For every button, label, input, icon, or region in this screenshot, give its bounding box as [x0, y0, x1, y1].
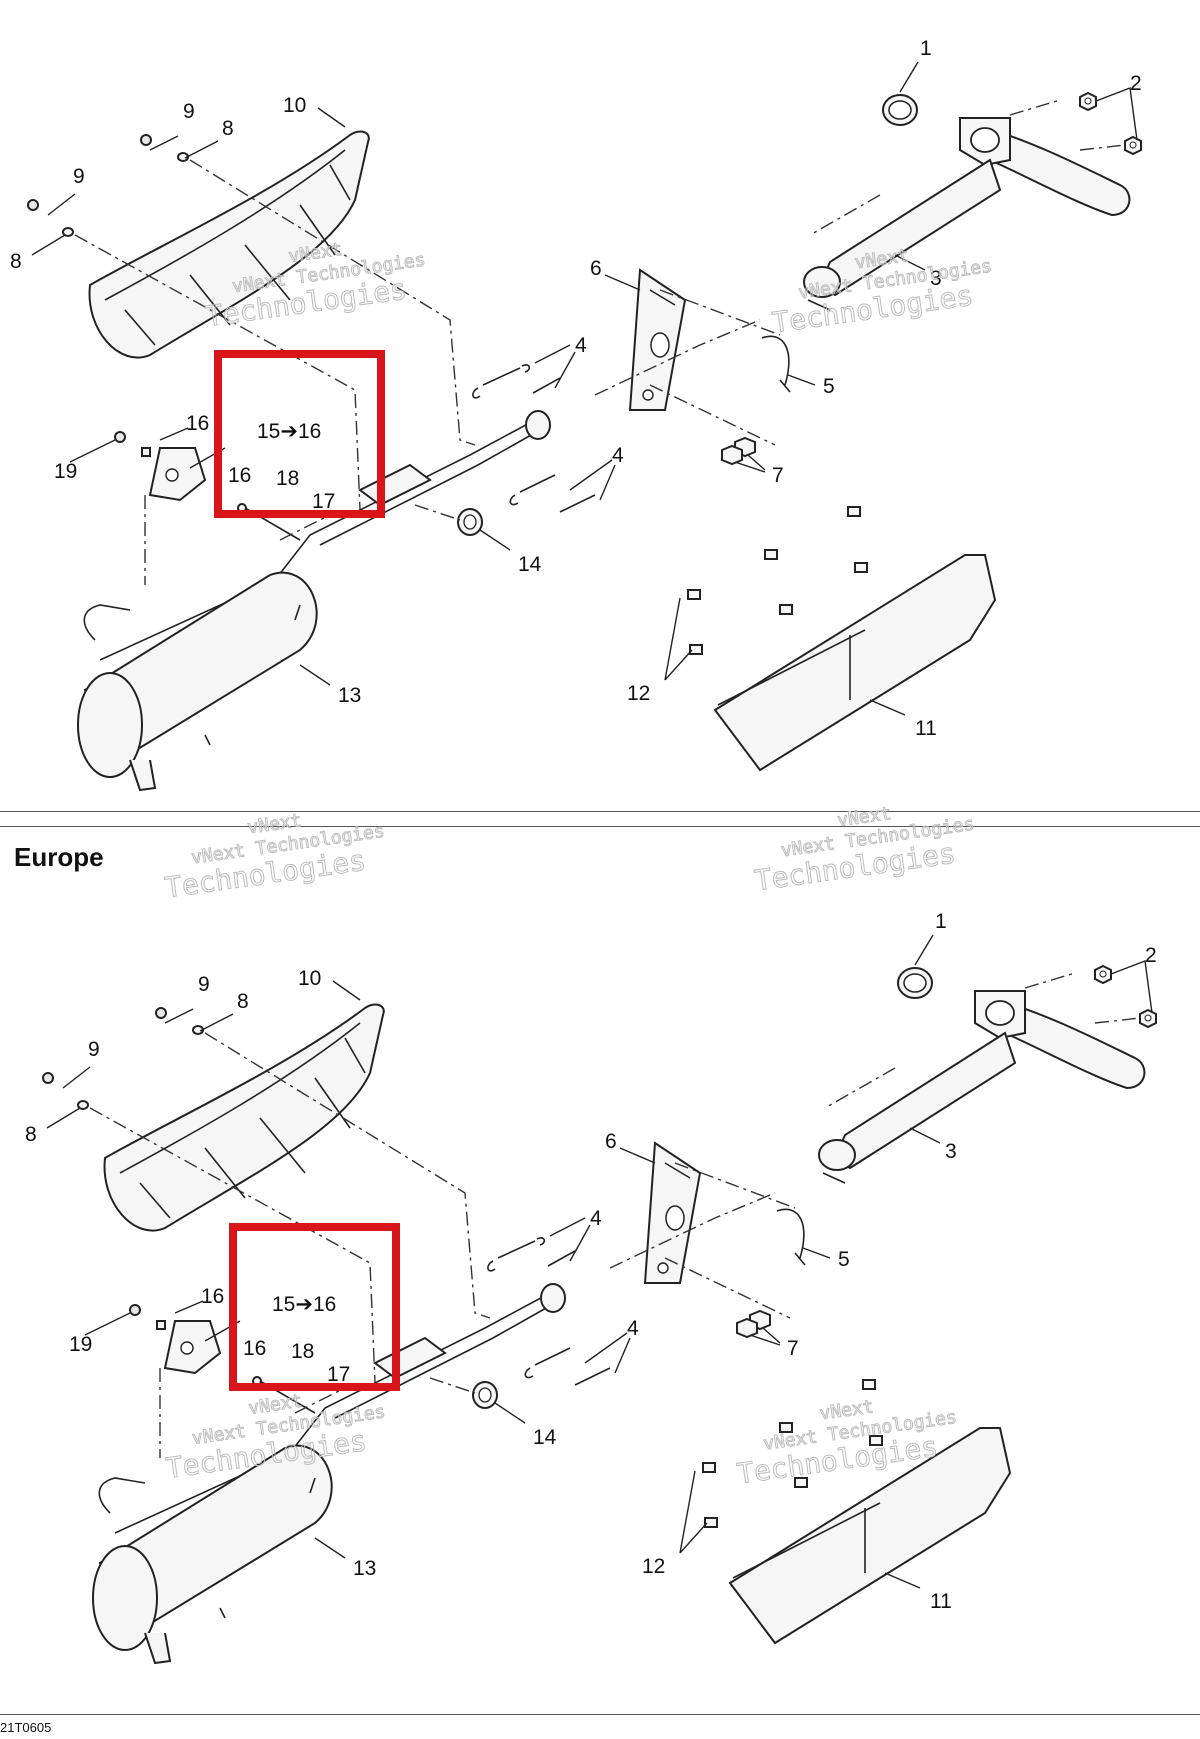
- callout-11: 11: [930, 1590, 952, 1613]
- callout-16-upper: 16: [201, 1285, 224, 1308]
- callout-4-lower: 4: [627, 1317, 639, 1340]
- callout-14: 14: [518, 553, 542, 576]
- callout-13: 13: [353, 1557, 376, 1580]
- callout-2: 2: [1130, 72, 1142, 95]
- watermark-4: vNext vNext Technologies Technologies: [752, 803, 976, 898]
- callout-7: 7: [787, 1337, 799, 1360]
- callout-3: 3: [930, 267, 942, 290]
- callout-3: 3: [945, 1140, 957, 1163]
- callout-10: 10: [283, 94, 306, 117]
- callout-7: 7: [772, 464, 784, 487]
- section-divider-top: [0, 811, 1200, 812]
- callout-19: 19: [54, 460, 77, 483]
- callout-9-top: 9: [183, 100, 195, 123]
- highlight-box-standard: [214, 350, 385, 518]
- callout-18: 18: [291, 1340, 314, 1363]
- footer-divider: [0, 1714, 1200, 1715]
- callout-8-left: 8: [25, 1123, 37, 1146]
- callout-19: 19: [69, 1333, 92, 1356]
- callout-4-upper: 4: [575, 334, 587, 357]
- callout-2: 2: [1145, 944, 1157, 967]
- callout-18: 18: [276, 467, 299, 490]
- callout-17: 17: [312, 490, 335, 513]
- watermark-3: vNext vNext Technologies Technologies: [162, 810, 386, 905]
- callout-6: 6: [590, 257, 602, 280]
- callout-8-left: 8: [10, 250, 22, 273]
- callout-5: 5: [838, 1248, 850, 1271]
- section-divider-bottom: [0, 826, 1200, 827]
- callout-12: 12: [642, 1555, 665, 1578]
- callout-9-left: 9: [88, 1038, 100, 1061]
- section-europe-diagram: 1 2 3 4 4 5 6 7 8 8 9 9 10 11 12 13 14 1…: [25, 910, 1157, 1664]
- callout-12: 12: [627, 682, 650, 705]
- highlight-box-europe: [229, 1223, 400, 1391]
- callout-1: 1: [935, 910, 947, 933]
- watermark-5: vNext vNext Technologies Technologies: [163, 1390, 387, 1485]
- callout-10: 10: [298, 967, 321, 990]
- watermark-2: vNext vNext Technologies Technologies: [770, 245, 994, 340]
- callout-6: 6: [605, 1130, 617, 1153]
- callout-14: 14: [533, 1426, 557, 1449]
- callout-17: 17: [327, 1363, 350, 1386]
- callout-8-top: 8: [237, 990, 249, 1013]
- callout-9-left: 9: [73, 165, 85, 188]
- callout-16-lower: 16: [243, 1337, 266, 1360]
- callout-15-to-16: 15➔16: [272, 1293, 336, 1316]
- watermark-6: vNext vNext Technologies Technologies: [735, 1396, 959, 1491]
- callout-4-upper: 4: [590, 1207, 602, 1230]
- callout-9-top: 9: [198, 973, 210, 996]
- callout-1: 1: [920, 37, 932, 60]
- callout-4-lower: 4: [612, 444, 624, 467]
- callout-8-top: 8: [222, 117, 234, 140]
- section-heading-europe: Europe: [14, 842, 104, 872]
- callout-16-upper: 16: [186, 412, 209, 435]
- callout-15-to-16: 15➔16: [257, 420, 321, 443]
- figure-code: 21T0605: [0, 1720, 52, 1735]
- section-standard-diagram: 1 2 3 4 4 5 6 7 8 8 9 9 10 11 12 13 14 1…: [10, 37, 1142, 791]
- callout-13: 13: [338, 684, 361, 707]
- callout-16-lower: 16: [228, 464, 251, 487]
- callout-5: 5: [823, 375, 835, 398]
- callout-11: 11: [915, 717, 937, 740]
